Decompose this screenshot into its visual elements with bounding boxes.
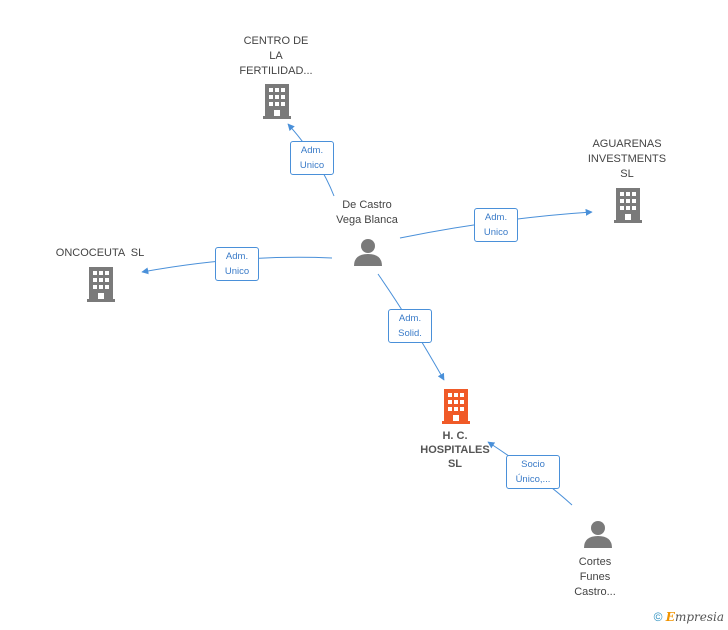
edge-label-decastro-aguarenas[interactable]: Adm. Unico [474,208,518,242]
node-label-cortes[interactable]: Cortes Funes Castro... [574,556,616,598]
node-label-centro[interactable]: CENTRO DE LA FERTILIDAD... [239,35,313,77]
footer-brand[interactable]: © Empresia [654,610,724,624]
node-label-hc[interactable]: H. C. HOSPITALES SL [420,430,490,470]
building-icon [614,188,642,223]
copyright-icon: © [653,610,663,624]
brand-logo: Empresia [665,610,724,624]
building-icon [263,84,291,119]
edge-label-decastro-oncoceuta[interactable]: Adm. Unico [215,247,259,281]
person-icon [354,239,382,266]
person-icon [584,521,612,548]
main-building-icon [442,389,470,424]
node-label-decastro[interactable]: De Castro Vega Blanca [336,199,398,226]
node-label-aguarenas[interactable]: AGUARENAS INVESTMENTS SL [587,138,667,180]
edge-label-decastro-hc[interactable]: Adm. Solid. [388,309,432,343]
edge-label-cortes-hc[interactable]: Socio Único,... [506,455,560,489]
building-icon [87,267,115,302]
edge-label-decastro-centro[interactable]: Adm. Unico [290,141,334,175]
node-label-oncoceuta[interactable]: ONCOCEUTA SL [55,247,145,259]
